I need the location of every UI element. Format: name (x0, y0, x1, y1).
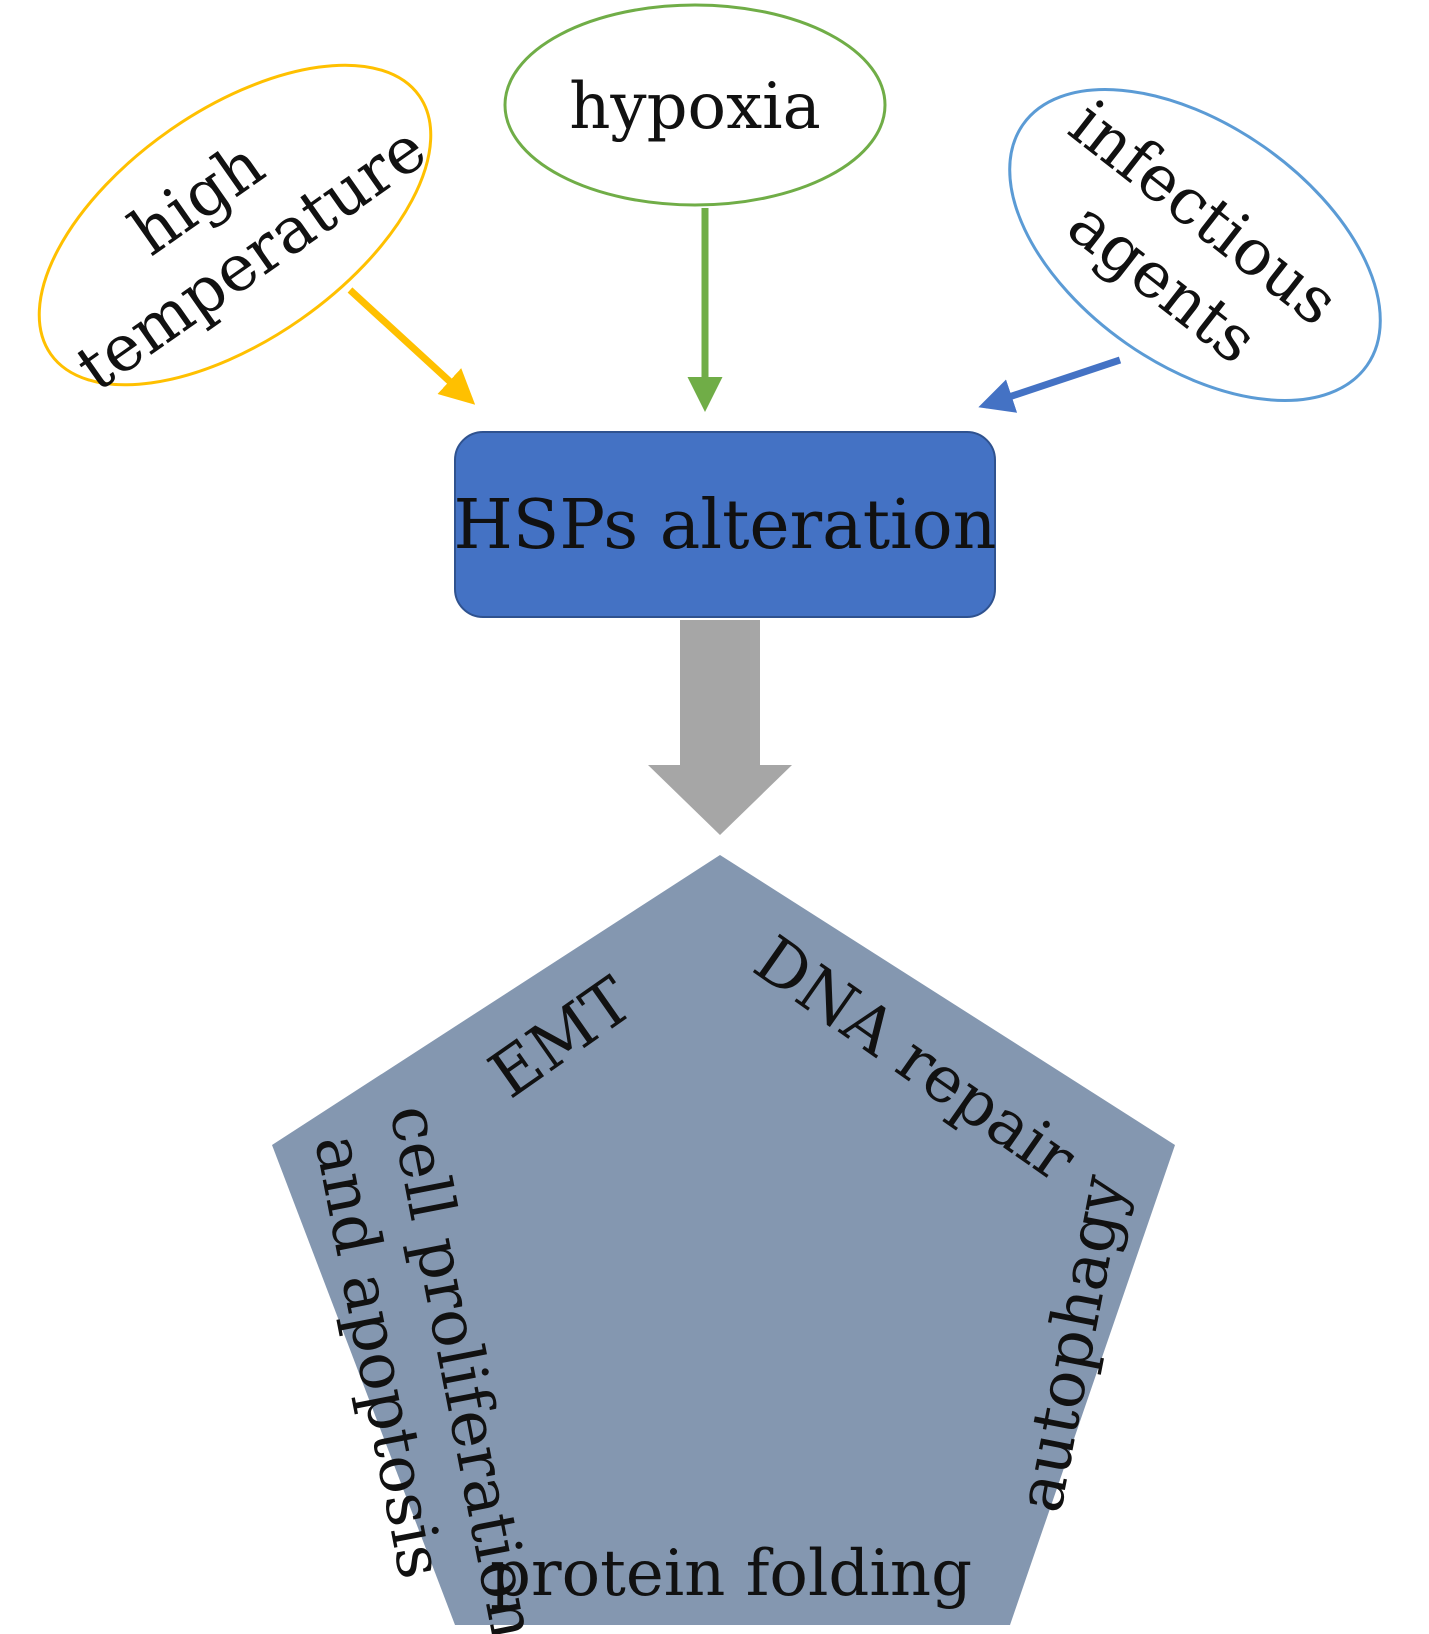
high-temperature-ellipse (37, 63, 433, 387)
big-down-arrow (648, 620, 792, 835)
infectious-agents-ellipse (1008, 88, 1382, 402)
hsps-alteration-box (454, 431, 996, 618)
hypoxia-label: hypoxia (569, 70, 821, 144)
effects-pentagon: EMT DNA repair autophagy protein folding… (272, 855, 1175, 1634)
cause-infectious-agents: infectious agents (1008, 87, 1382, 402)
hsps-alteration-label: HSPs alteration (453, 486, 996, 565)
cause-high-temperature: high temperature (37, 63, 440, 406)
arrow-high-temperature (347, 287, 476, 405)
hypoxia-ellipse (503, 3, 887, 207)
effect-protein-folding: protein folding (490, 1537, 972, 1611)
pentagon-shape (272, 855, 1175, 1625)
cause-hypoxia: hypoxia (503, 3, 887, 207)
hsps-alteration-node: HSPs alteration (453, 431, 997, 618)
arrow-infectious-agents (978, 356, 1122, 413)
